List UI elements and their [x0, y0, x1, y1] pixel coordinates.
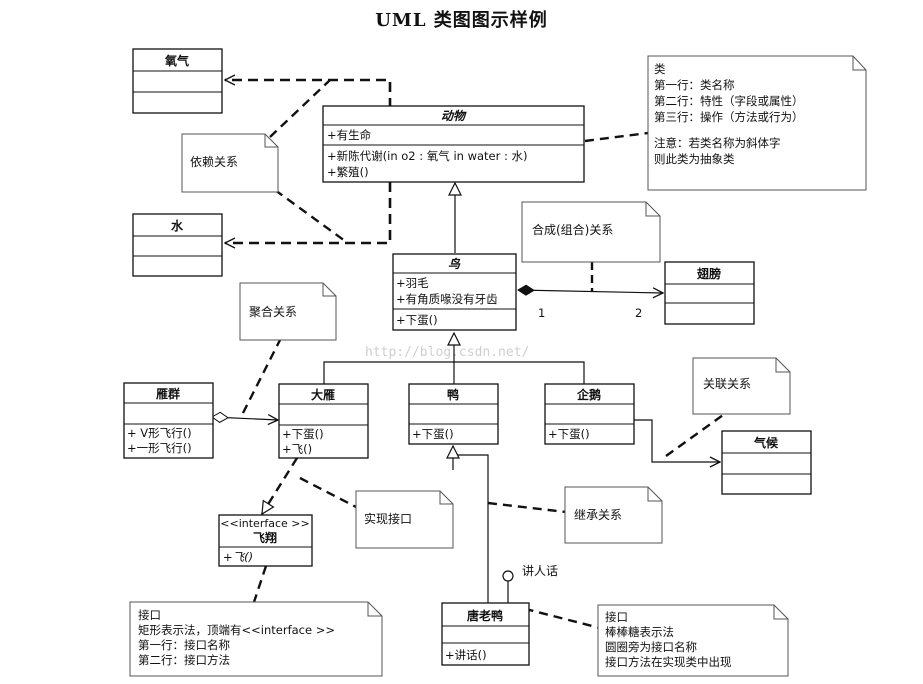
class-bird: 鸟 +羽毛 +有角质喙没有牙齿 +下蛋() [392, 253, 517, 331]
inheritance-label: 继承关系 [574, 508, 622, 522]
class-climate: 气候 [721, 430, 812, 495]
inheritance-note: 继承关系 [564, 486, 663, 544]
class-penguin-op-1: +下蛋() [548, 427, 590, 441]
class-flock-op-2: +一形飞行() [127, 441, 192, 455]
class-climate-name: 气候 [753, 435, 779, 450]
composition-label: 合成(组合)关系 [532, 222, 613, 237]
inheritance-note-connector [487, 501, 567, 514]
lollipop-note-line-2: 棒棒糖表示法 [605, 625, 674, 639]
page-title: UML 类图图示样例 [375, 10, 548, 31]
aggregation-note: 聚合关系 [239, 282, 337, 341]
class-animal-op-1: +新陈代谢(in o2 : 氧气 in water : 水) [327, 149, 528, 163]
interface-fly-name: 飞翔 [253, 530, 277, 545]
class-flock-op-1: + V形飞行() [127, 426, 192, 440]
interface-rect-note: 接口 矩形表示法，顶端有<<interface >> 第一行：接口名称 第二行：… [129, 601, 383, 677]
dependency-water-line [225, 182, 392, 243]
watermark: http://blog.csdn.net/ [365, 345, 529, 360]
class-goose-name: 大雁 [311, 387, 335, 402]
class-flock-name: 雁群 [156, 386, 180, 401]
class-note-line-6: 注意：若类名称为斜体字 [654, 136, 781, 150]
class-note-line-1: 类 [654, 62, 666, 76]
class-flock: 雁群 + V形飞行() +一形飞行() [123, 382, 214, 459]
class-oxygen: 氧气 [132, 48, 223, 114]
interface-rect-note-line-1: 接口 [138, 608, 161, 622]
class-donald: 唐老鸭 +讲话() [441, 602, 530, 666]
interface-note-connector [250, 565, 268, 609]
class-bird-name: 鸟 [448, 257, 461, 271]
dependency-label: 依赖关系 [190, 154, 238, 169]
aggregation-line [212, 417, 278, 420]
class-animal: 动物 +有生命 +新陈代谢(in o2 : 氧气 in water : 水) +… [322, 105, 585, 183]
class-note-line-4: 第三行：操作（方法或行为） [654, 110, 804, 124]
class-donald-op-1: +讲话() [445, 648, 487, 662]
multiplicity-right: 2 [635, 306, 642, 320]
class-penguin-name: 企鹅 [576, 387, 601, 402]
class-note-line-7: 则此类为抽象类 [654, 152, 735, 166]
class-water: 水 [132, 213, 223, 277]
inherit-tree-bird [323, 333, 585, 384]
realization-label: 实现接口 [364, 511, 412, 526]
lollipop-note-line-1: 接口 [605, 610, 628, 624]
class-note-connector [584, 131, 649, 143]
composition-line [518, 290, 663, 293]
composition-note: 合成(组合)关系 [521, 201, 661, 263]
class-goose-op-1: +下蛋() [282, 427, 324, 441]
lollipop-note-line-4: 接口方法在实现类中出现 [605, 655, 732, 669]
association-note-connector [665, 409, 731, 457]
interface-rect-note-line-2: 矩形表示法，顶端有<<interface >> [138, 623, 335, 637]
class-water-name: 水 [171, 218, 184, 233]
class-note-line-2: 第一行：类名称 [654, 78, 735, 92]
realization-line [260, 457, 299, 514]
lollipop-circle-icon [502, 570, 514, 582]
class-note-line-3: 第二行：特性（字段或属性） [654, 94, 804, 108]
class-wing-name: 翅膀 [696, 266, 721, 281]
multiplicity-left: 1 [538, 306, 545, 320]
class-wing: 翅膀 [664, 261, 755, 325]
interface-rect-note-line-3: 第一行：接口名称 [138, 638, 230, 652]
interface-fly-op-1: +飞() [223, 550, 253, 564]
class-animal-name: 动物 [441, 109, 467, 123]
realization-note: 实现接口 [355, 490, 454, 549]
interface-lollipop-note: 接口 棒棒糖表示法 圆圈旁为接口名称 接口方法在实现类中出现 [597, 604, 789, 677]
class-description-note: 类 第一行：类名称 第二行：特性（字段或属性） 第三行：操作（方法或行为） 注意… [647, 55, 867, 191]
dependency-note: 依赖关系 [181, 133, 279, 193]
class-bird-attr-1: +羽毛 [396, 276, 429, 290]
class-animal-attr-1: +有生命 [327, 128, 372, 142]
interface-fly-stereotype: <<interface >> [220, 517, 309, 530]
aggregation-note-connector [241, 339, 282, 414]
class-penguin: 企鹅 +下蛋() [544, 383, 635, 445]
inherit-donald-duck-line [453, 454, 489, 603]
class-duck: 鸭 +下蛋() [408, 383, 499, 445]
class-duck-op-1: +下蛋() [412, 427, 454, 441]
class-oxygen-name: 氧气 [164, 53, 189, 68]
interface-fly: <<interface >> 飞翔 +飞() [218, 514, 313, 567]
interface-rect-note-line-4: 第二行：接口方法 [138, 653, 230, 667]
aggregation-label: 聚合关系 [249, 304, 297, 319]
class-bird-attr-2: +有角质喙没有牙齿 [396, 292, 498, 306]
dependency-oxygen-line [225, 80, 392, 108]
class-donald-name: 唐老鸭 [467, 608, 503, 623]
dependency-note-connector-top [269, 79, 331, 138]
class-animal-op-2: +繁殖() [327, 165, 369, 179]
lollipop-label: 讲人话 [522, 563, 558, 578]
association-note: 关联关系 [692, 357, 791, 415]
class-bird-op-1: +下蛋() [396, 313, 438, 327]
class-goose-op-2: +飞() [282, 442, 312, 456]
association-label: 关联关系 [703, 377, 751, 391]
dependency-note-connector-bottom [274, 189, 346, 242]
realization-note-connector [299, 476, 359, 510]
lollipop-note-line-3: 圆圈旁为接口名称 [605, 640, 697, 654]
association-line [634, 419, 720, 462]
class-duck-name: 鸭 [447, 387, 459, 402]
class-goose: 大雁 +下蛋() +飞() [278, 383, 369, 459]
